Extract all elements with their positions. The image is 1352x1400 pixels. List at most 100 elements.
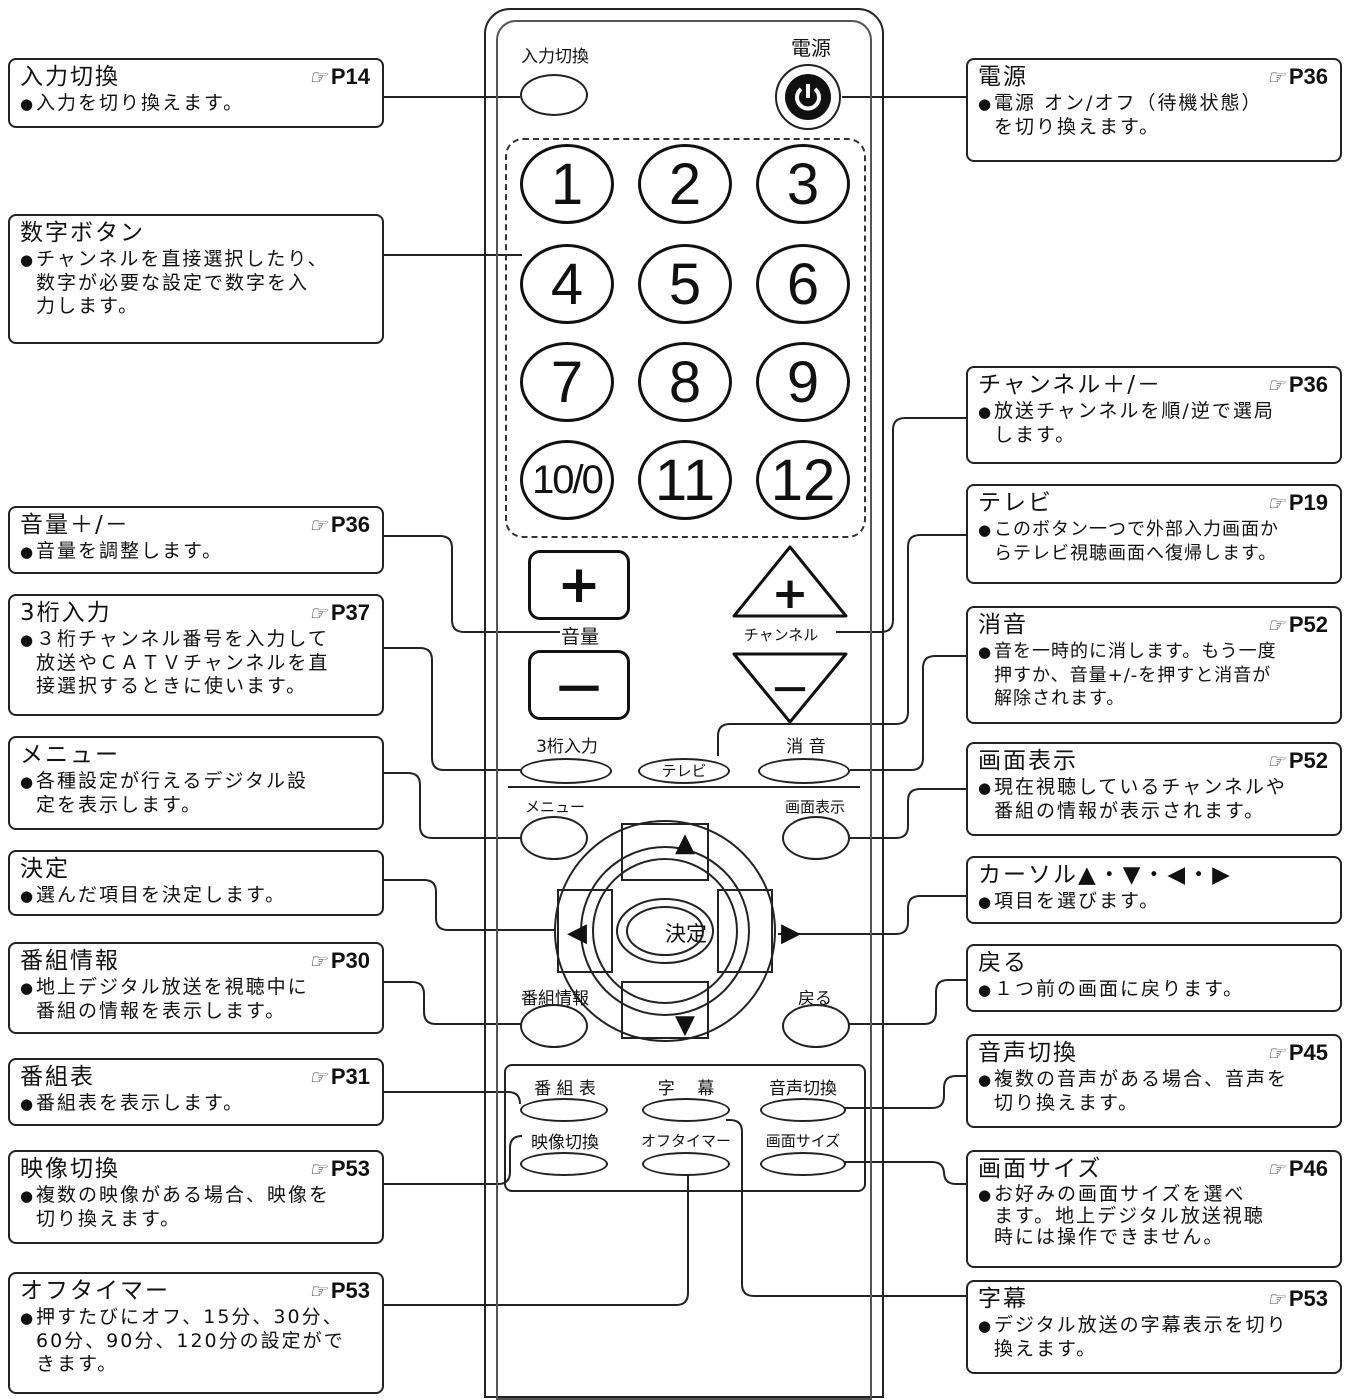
number-button-10[interactable]: 10/0 — [520, 440, 614, 520]
page-reference: ☞P36 — [308, 512, 370, 537]
page-reference: ☞P36 — [1266, 372, 1328, 397]
callout-title: 数字ボタン — [20, 220, 145, 246]
volume-down-button[interactable]: － — [528, 650, 630, 721]
pointing-hand-icon: ☞ — [308, 951, 327, 973]
callout-title: 番組表 — [20, 1064, 95, 1090]
number-button-12[interactable]: 12 — [756, 440, 850, 520]
number-button-1[interactable]: 1 — [520, 144, 614, 224]
epg-button[interactable] — [520, 1098, 608, 1122]
callout-title: 番組情報 — [20, 948, 120, 974]
callout-tv: テレビ ☞P19 ●このボタン一つで外部入力画面か らテレビ視聴画面へ復帰します… — [966, 484, 1342, 584]
off-timer-label: オフタイマー — [640, 1132, 731, 1150]
tv-button[interactable]: テレビ — [638, 758, 730, 784]
callout-title: 画面サイズ — [978, 1156, 1103, 1182]
callout-title: カーソル▲・▼・◀・▶ — [978, 862, 1232, 888]
page-reference: ☞P36 — [1266, 64, 1328, 89]
program-info-button[interactable] — [520, 1004, 588, 1048]
callout-desc-line: 押すか、音量+/-を押すと消音が — [994, 665, 1272, 686]
back-button[interactable] — [782, 1004, 850, 1048]
input-switch-button[interactable] — [520, 74, 588, 116]
page-reference: ☞P31 — [308, 1064, 370, 1089]
page-reference: ☞P19 — [1266, 490, 1328, 515]
volume-up-button[interactable]: + — [528, 550, 630, 620]
audio-switch-button[interactable] — [760, 1098, 846, 1122]
callout-desc-line: 番組の情報を表示します。 — [36, 1000, 287, 1022]
power-button[interactable] — [775, 64, 841, 130]
off-timer-button[interactable] — [642, 1152, 730, 1176]
page-reference: ☞P52 — [1266, 748, 1328, 773]
callout-input-switch: 入力切換 ☞P14 ●入力を切り換えます。 — [8, 58, 384, 128]
pointing-hand-icon: ☞ — [1266, 1159, 1285, 1181]
subtitle-label: 字 幕 — [657, 1079, 715, 1099]
pointing-hand-icon: ☞ — [308, 1281, 327, 1303]
callout-desc-line: 放送チャンネルを順/逆で選局 — [994, 400, 1275, 422]
callout-screen-display: 画面表示 ☞P52 ●現在視聴しているチャンネルや 番組の情報が表示されます。 — [966, 742, 1342, 836]
page-reference: ☞P45 — [1266, 1040, 1328, 1065]
callout-screen-size: 画面サイズ ☞P46 ●お好みの画面サイズを選べ ます。地上デジタル放送視聴 時… — [966, 1150, 1342, 1268]
callout-desc-line: 選んだ項目を決定します。 — [36, 884, 287, 906]
callout-title: 戻る — [978, 950, 1028, 976]
subtitle-button[interactable] — [642, 1098, 730, 1122]
audio-switch-label: 音声切換 — [769, 1079, 837, 1099]
number-button-8[interactable]: 8 — [638, 342, 732, 422]
callout-enter: 決定 ●選んだ項目を決定します。 — [8, 850, 384, 916]
callout-title: 3桁入力 — [20, 600, 112, 626]
screen-size-button[interactable] — [760, 1152, 846, 1176]
callout-title: 入力切換 — [20, 64, 120, 90]
callout-desc-line: １つ前の画面に戻ります。 — [994, 978, 1245, 1000]
callout-desc-line: 複数の映像がある場合、映像を — [36, 1184, 331, 1206]
pointing-hand-icon: ☞ — [308, 603, 327, 625]
cursor-left-button[interactable]: ◀ — [567, 918, 587, 948]
callout-desc-line: お好みの画面サイズを選べ — [994, 1183, 1246, 1205]
pointing-hand-icon: ☞ — [1266, 375, 1285, 397]
page-reference: ☞P52 — [1266, 612, 1328, 637]
callout-title: 電源 — [978, 64, 1028, 90]
number-button-7[interactable]: 7 — [520, 342, 614, 422]
callout-desc-line: ます。地上デジタル放送視聴 — [994, 1205, 1265, 1227]
callout-video-switch: 映像切換 ☞P53 ●複数の映像がある場合、映像を 切り換えます。 — [8, 1150, 384, 1244]
page-reference: ☞P30 — [308, 948, 370, 973]
callout-channel: チャンネル＋/－ ☞P36 ●放送チャンネルを順/逆で選局 します。 — [966, 366, 1342, 464]
mute-label: 消 音 — [786, 737, 826, 757]
number-button-9[interactable]: 9 — [756, 342, 850, 422]
pointing-hand-icon: ☞ — [308, 515, 327, 537]
three-digit-button[interactable] — [520, 758, 612, 784]
screen-size-label: 画面サイズ — [765, 1132, 841, 1150]
page-reference: ☞P14 — [308, 64, 370, 89]
mute-button[interactable] — [758, 758, 850, 784]
number-button-4[interactable]: 4 — [520, 244, 614, 324]
pointing-hand-icon: ☞ — [308, 1067, 327, 1089]
video-switch-button[interactable] — [520, 1152, 608, 1176]
callout-desc-line: 切り換えます。 — [36, 1208, 182, 1230]
pointing-hand-icon: ☞ — [1266, 493, 1285, 515]
callout-desc-line: デジタル放送の字幕表示を切り — [994, 1314, 1288, 1336]
number-button-5[interactable]: 5 — [638, 244, 732, 324]
pointing-hand-icon: ☞ — [1266, 751, 1285, 773]
cursor-down-button[interactable]: ▼ — [675, 1010, 695, 1040]
number-button-2[interactable]: 2 — [638, 144, 732, 224]
enter-button[interactable]: 決定 — [665, 922, 707, 946]
volume-label: 音量 — [560, 626, 599, 648]
callout-back: 戻る ●１つ前の画面に戻ります。 — [966, 944, 1342, 1012]
pointing-hand-icon: ☞ — [1266, 615, 1285, 637]
callout-desc-line: 放送やＣＡＴＶチャンネルを直 — [36, 652, 330, 674]
callout-title: オフタイマー — [20, 1278, 170, 1304]
cursor-up-button[interactable]: ▲ — [675, 828, 695, 858]
number-pad-area — [505, 138, 866, 538]
page-reference: ☞P53 — [308, 1156, 370, 1181]
menu-button[interactable] — [520, 816, 588, 860]
screen-display-button[interactable] — [782, 816, 850, 860]
number-button-3[interactable]: 3 — [756, 144, 850, 224]
number-button-6[interactable]: 6 — [756, 244, 850, 324]
cursor-right-button[interactable]: ▶ — [781, 918, 801, 948]
number-button-11[interactable]: 11 — [638, 440, 732, 520]
channel-up-button[interactable] — [730, 544, 850, 620]
channel-down-button[interactable] — [730, 650, 850, 726]
page-reference: ☞P53 — [1266, 1286, 1328, 1311]
callout-desc-line: します。 — [994, 424, 1077, 446]
channel-up-plus: + — [771, 568, 809, 619]
callout-three-digit: 3桁入力 ☞P37 ●３桁チャンネル番号を入力して 放送やＣＡＴＶチャンネルを直… — [8, 594, 384, 716]
callout-desc-line: 換えます。 — [994, 1338, 1098, 1360]
callout-desc-line: を切り換えます。 — [994, 116, 1161, 138]
callout-desc-line: らテレビ視聴画面へ復帰します。 — [994, 543, 1278, 564]
